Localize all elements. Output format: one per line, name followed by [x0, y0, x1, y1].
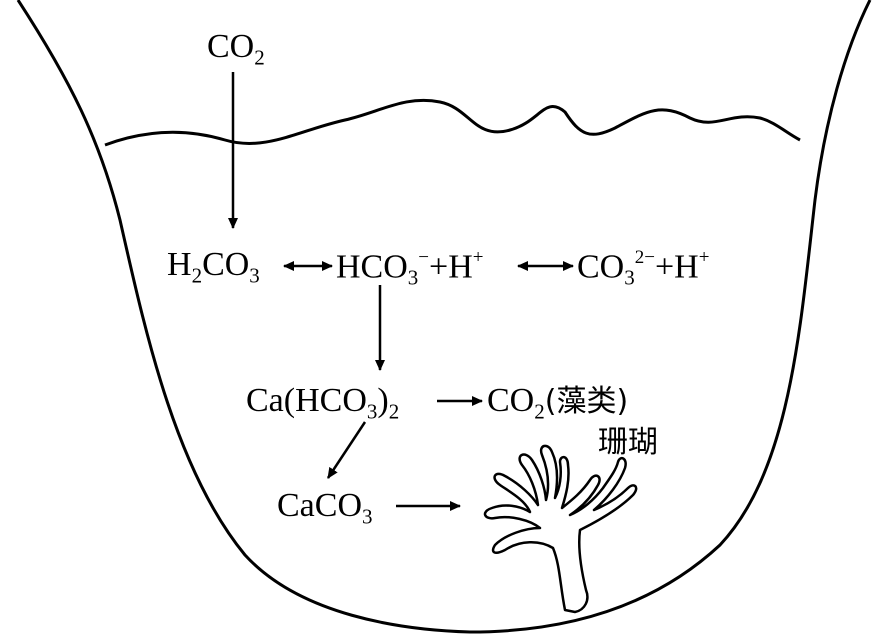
- coral-label: 珊瑚: [598, 425, 658, 460]
- co2-atmosphere-label: CO2: [207, 28, 265, 70]
- arrow-cahco3-to-caco3: [326, 421, 367, 479]
- h2co3-label: H2CO3: [167, 246, 260, 288]
- co2-algae-label: CO2(藻类): [487, 382, 629, 424]
- basin-outline: [16, 0, 872, 634]
- coral-icon: [483, 444, 638, 614]
- hco3-h-label: HCO3−+H+: [336, 247, 484, 290]
- water-surface: [104, 98, 801, 147]
- co3-h-label: CO32−+H+: [577, 247, 710, 290]
- cahco3-label: Ca(HCO3)2: [246, 382, 400, 424]
- caco3-label: CaCO3: [277, 487, 373, 529]
